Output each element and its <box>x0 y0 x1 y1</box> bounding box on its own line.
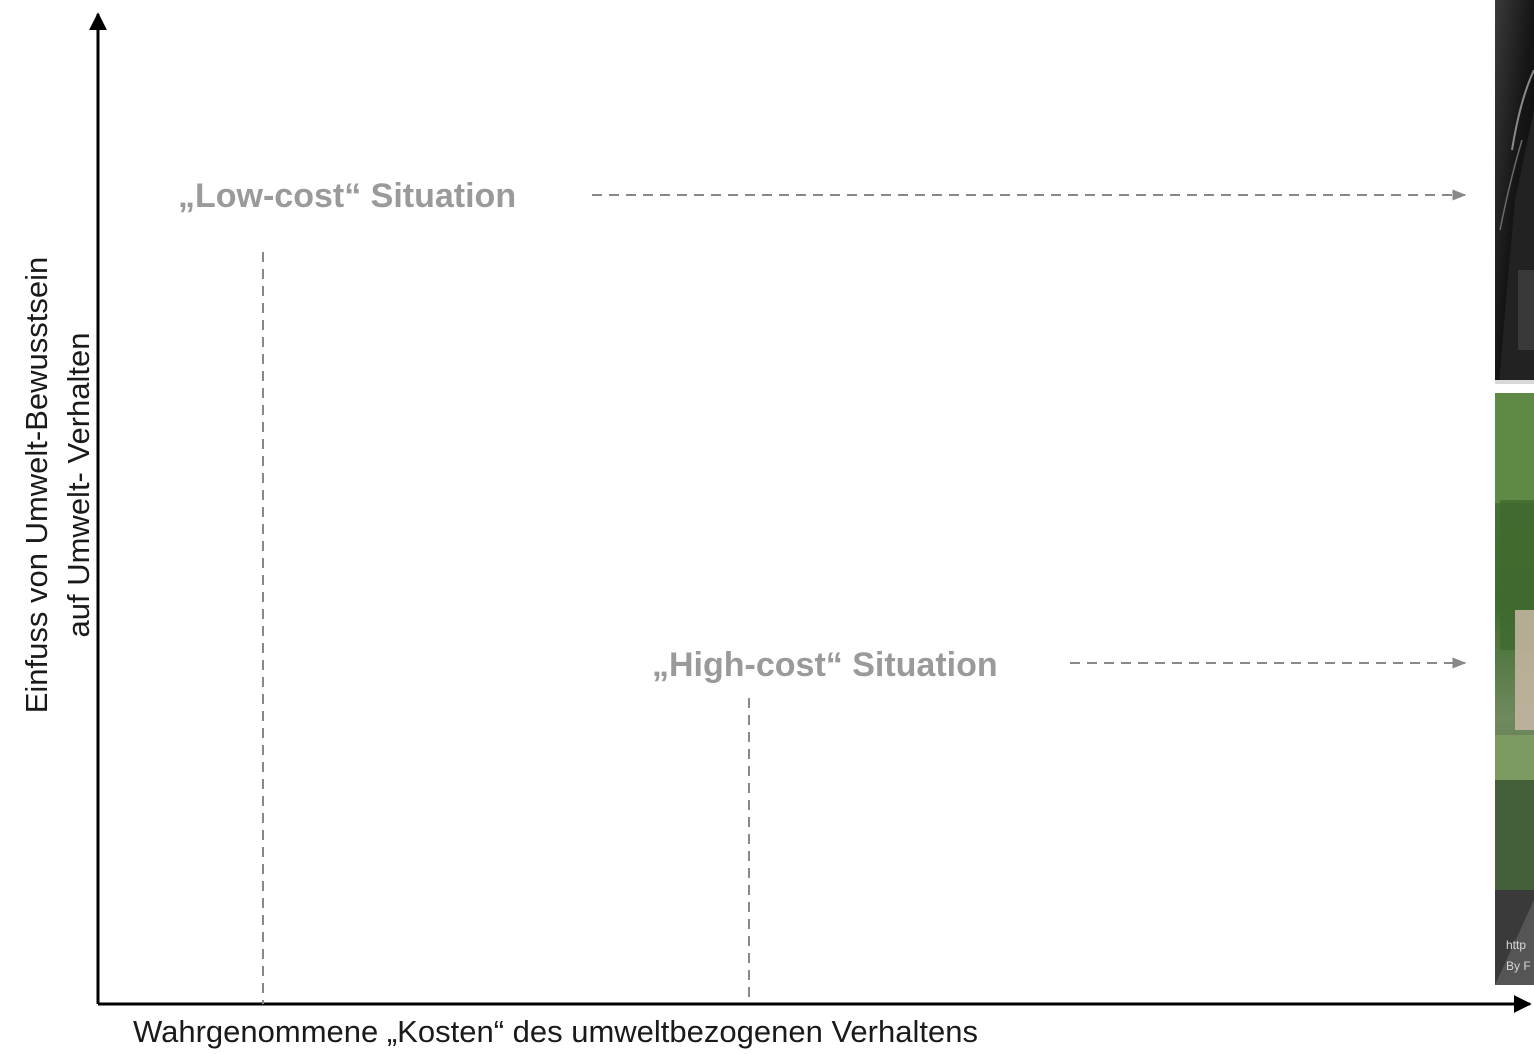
x-axis-label: Wahrgenommene „Kosten“ des umweltbezogen… <box>133 1014 978 1049</box>
y-axis-label-line1: Einfuss von Umwelt-Bewusstsein <box>19 257 54 714</box>
y-axis-label-line2: auf Umwelt- Verhalten <box>61 333 96 638</box>
low-cost-situation-label: „Low-cost“ Situation <box>178 177 516 215</box>
y-axis-label: Einfuss von Umwelt-Bewusstsein auf Umwel… <box>19 257 96 714</box>
photo-caption-line1: http <box>1506 938 1526 952</box>
photo-caption-line2: By F <box>1506 959 1531 973</box>
high-cost-photo: http By F <box>1495 393 1534 985</box>
low-cost-photo <box>1495 0 1534 384</box>
high-cost-situation-label: „High-cost“ Situation <box>652 646 998 684</box>
